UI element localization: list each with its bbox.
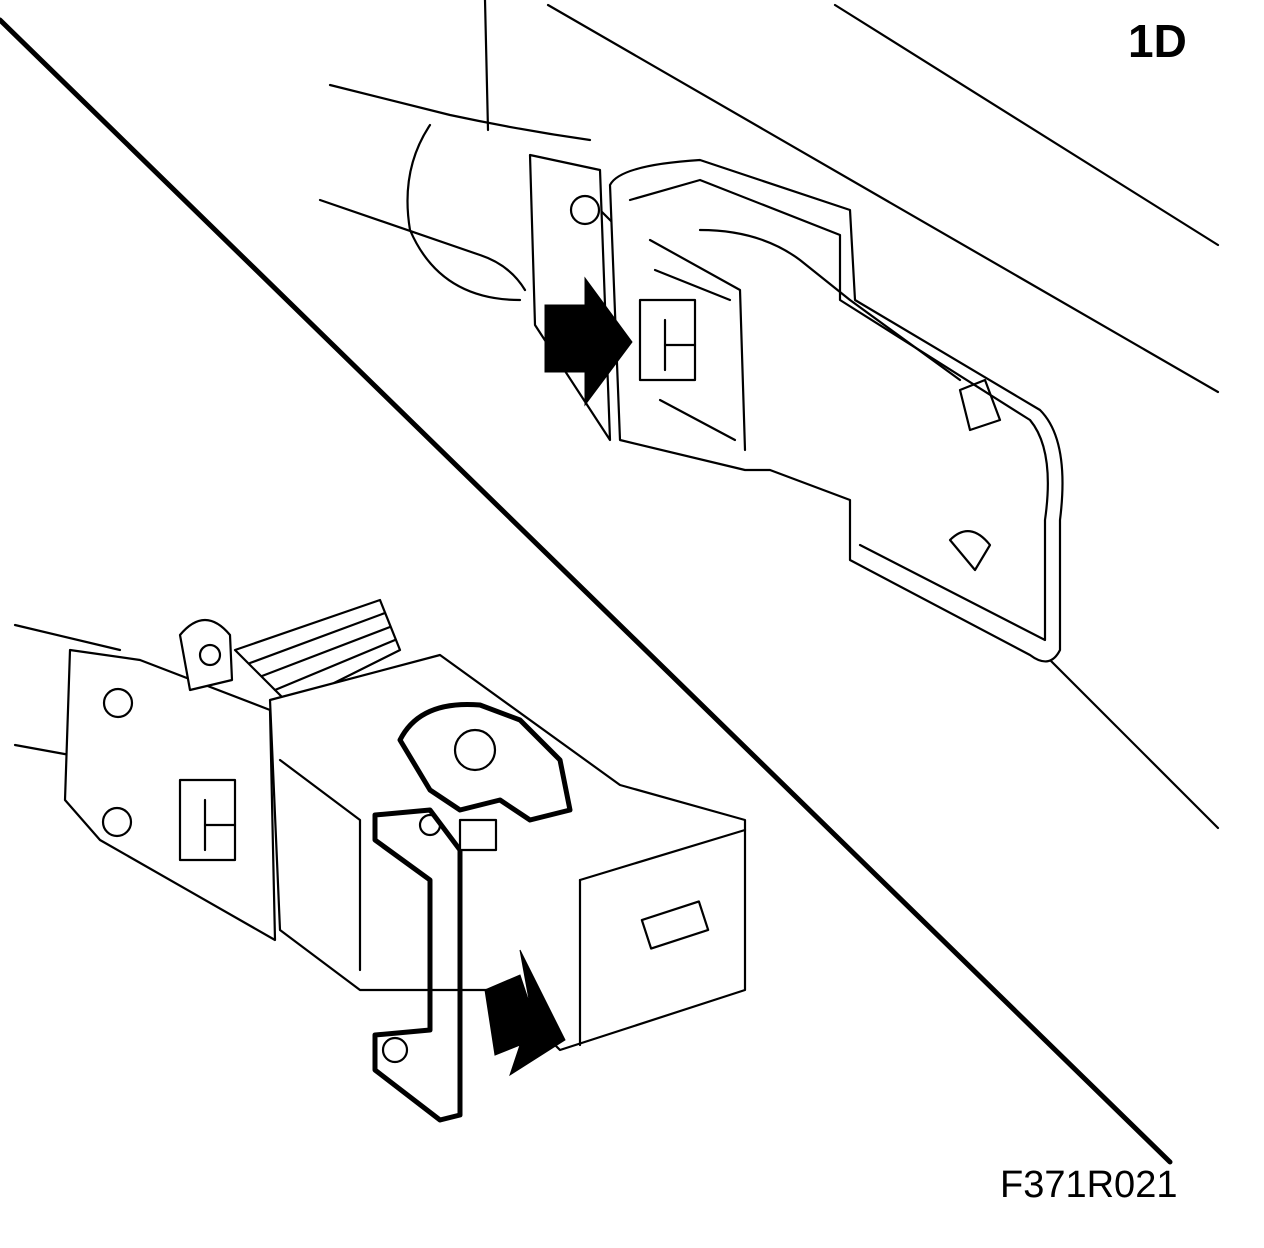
bracket-hole [418, 813, 442, 837]
cable-bundle [318, 198, 527, 292]
connector-latch-lip [698, 228, 962, 382]
screw-hole [102, 687, 134, 719]
bracket-square-hole [458, 818, 498, 852]
press-arrow [544, 276, 633, 407]
screw-hole [101, 806, 133, 838]
connector-rib [648, 238, 747, 452]
figure-code: F371R021 [1000, 1164, 1178, 1206]
lever-pivot [453, 728, 497, 772]
connector-body-edge [578, 828, 747, 882]
locking-tab [638, 298, 697, 382]
connector-inner-frame [628, 178, 1049, 642]
connector-frame [608, 158, 1064, 663]
bracket-hole [381, 1036, 409, 1064]
cable-bundle [13, 623, 122, 652]
step-label: 1D [1128, 15, 1187, 67]
panel-edge [483, 0, 490, 132]
cable-bundle [13, 743, 72, 757]
panel-edge [833, 3, 1220, 247]
connector-body [268, 653, 747, 1052]
locking-lever [397, 701, 573, 823]
mounting-plate [63, 648, 277, 942]
rib [260, 625, 392, 678]
connector-rib [653, 268, 732, 302]
mounting-ear [178, 619, 234, 692]
cable-bundle [328, 83, 592, 142]
connector-rib [658, 398, 737, 442]
front-slot [640, 900, 710, 950]
panel-edge [546, 3, 1220, 394]
connector-body-edge [278, 758, 362, 972]
rib [273, 638, 397, 692]
screw-hole [569, 194, 601, 226]
top-view [318, 0, 1220, 830]
rib [248, 611, 387, 665]
ear-hole [198, 643, 222, 667]
metal-bracket [372, 807, 463, 1123]
locking-tab [178, 778, 237, 862]
release-arrow [484, 949, 566, 1077]
side-clip [948, 530, 992, 572]
cable-bundle [406, 123, 522, 302]
cable-exit-ribs [233, 598, 402, 707]
divider-line [0, 17, 1173, 1165]
bottom-view [13, 598, 747, 1123]
side-clip [958, 378, 1002, 432]
